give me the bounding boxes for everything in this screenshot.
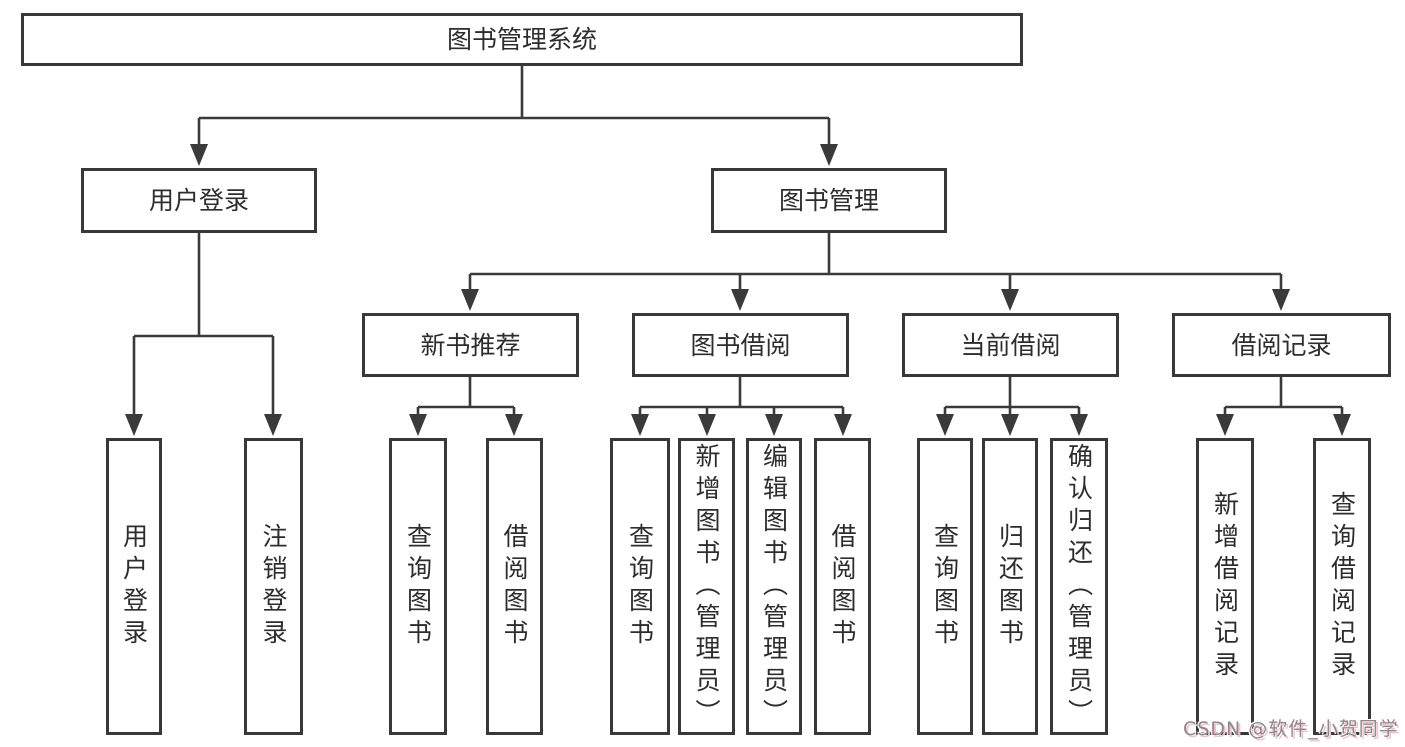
leaf-newbook-query-books: 查询图书 — [389, 438, 447, 735]
node-label: 新书推荐 — [420, 330, 521, 360]
node-user-login: 用户登录 — [81, 168, 317, 233]
node-current-borrow: 当前借阅 — [902, 313, 1119, 377]
leaf-records-query-record: 查询借阅记录 — [1313, 438, 1371, 735]
node-new-book-recommend: 新书推荐 — [362, 313, 579, 377]
leaf-borrow-edit-books-admin: 编辑图书（管理员） — [746, 438, 802, 735]
node-label: 新增图书（管理员） — [692, 442, 721, 731]
leaf-current-return-books: 归还图书 — [982, 438, 1038, 735]
node-label: 借阅记录 — [1231, 330, 1332, 360]
leaf-current-confirm-return-admin: 确认归还（管理员） — [1050, 438, 1108, 735]
csdn-watermark: CSDN @软件_小贺同学 — [1183, 718, 1399, 740]
node-label: 当前借阅 — [960, 330, 1061, 360]
node-label: 借阅图书 — [828, 522, 857, 651]
node-label: 查询图书 — [930, 522, 960, 651]
node-library-management-system: 图书管理系统 — [21, 13, 1023, 66]
leaf-newbook-borrow-books: 借阅图书 — [486, 438, 543, 735]
leaf-borrow-borrow-books: 借阅图书 — [814, 438, 871, 735]
leaf-borrow-add-books-admin: 新增图书（管理员） — [678, 438, 735, 735]
node-label: 图书管理系统 — [446, 25, 597, 54]
node-label: 用户登录 — [119, 522, 149, 651]
node-book-borrow: 图书借阅 — [632, 313, 849, 377]
node-label: 查询图书 — [403, 522, 433, 651]
leaf-user-login: 用户登录 — [106, 438, 162, 735]
node-label: 注销登录 — [259, 522, 288, 651]
node-label: 用户登录 — [148, 186, 249, 215]
node-label: 归还图书 — [995, 522, 1025, 651]
node-label: 新增借阅记录 — [1210, 490, 1240, 683]
node-book-management: 图书管理 — [711, 168, 947, 233]
leaf-current-query-books: 查询图书 — [917, 438, 973, 735]
leaf-borrow-query-books: 查询图书 — [610, 438, 670, 735]
leaf-records-add-record: 新增借阅记录 — [1196, 438, 1254, 735]
node-label: 借阅图书 — [500, 522, 529, 651]
node-label: 确认归还（管理员） — [1064, 442, 1094, 731]
node-label: 查询借阅记录 — [1327, 490, 1357, 683]
node-label: 图书借阅 — [690, 330, 791, 360]
node-label: 查询图书 — [625, 522, 655, 651]
node-borrow-records: 借阅记录 — [1172, 313, 1391, 377]
leaf-logout: 注销登录 — [244, 438, 303, 735]
node-label: 编辑图书（管理员） — [759, 442, 789, 731]
node-label: 图书管理 — [778, 186, 879, 215]
